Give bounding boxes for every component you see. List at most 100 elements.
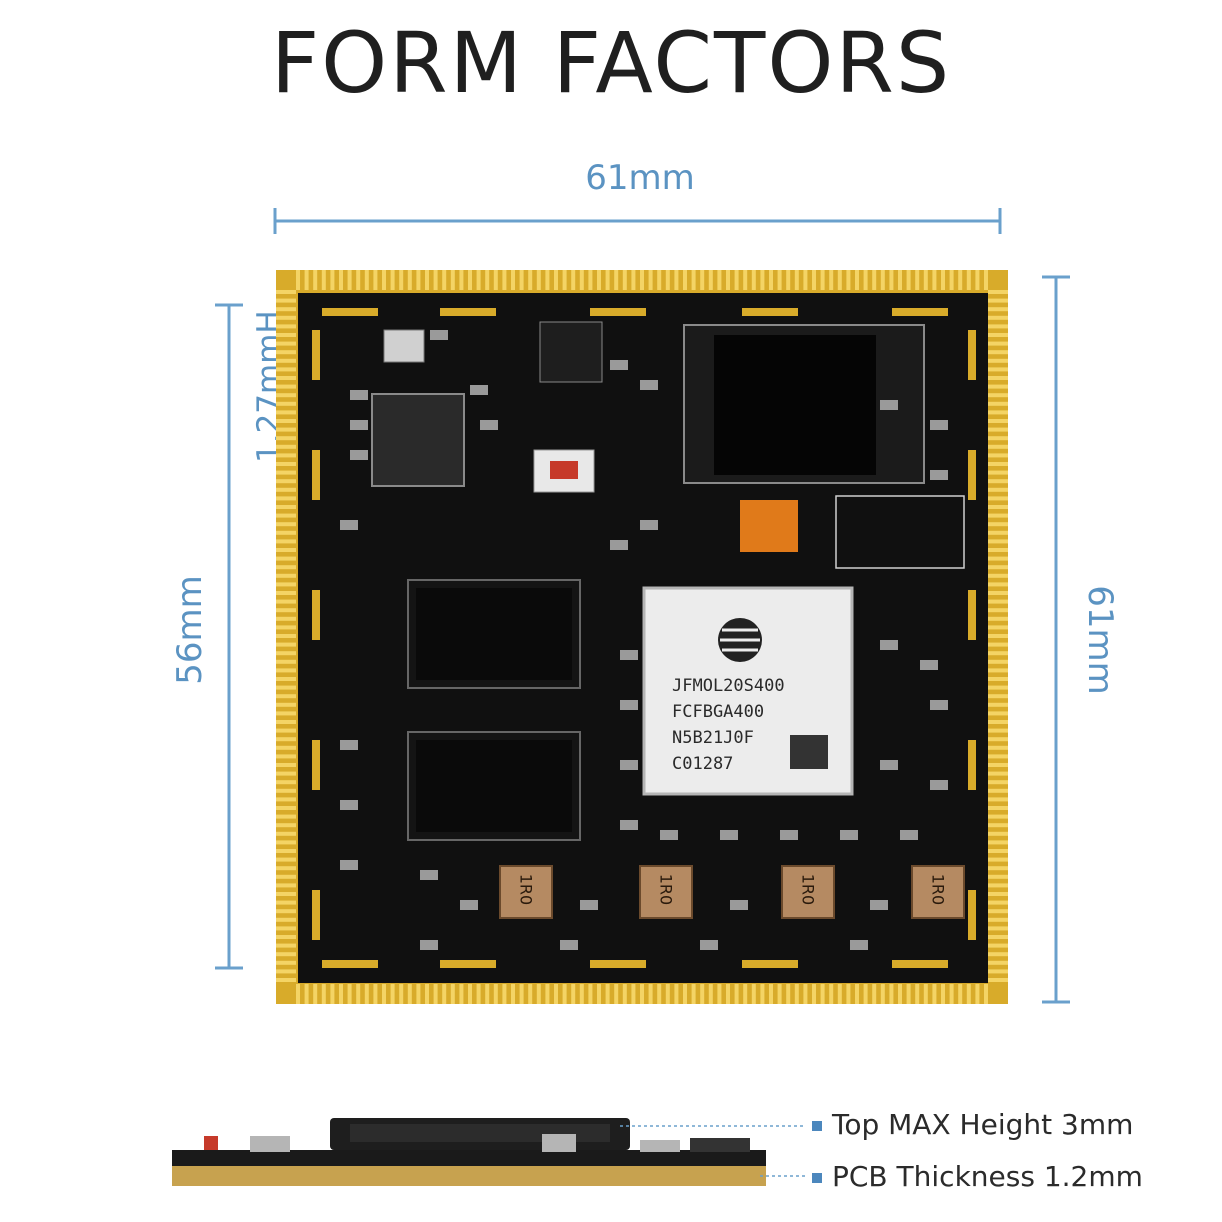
passive-component [420,940,438,950]
edge-pin [812,270,816,290]
bullet-square-icon [812,1173,822,1183]
edge-pin [485,984,490,1004]
spec-pcb-thickness-text: PCB Thickness 1.2mm [832,1160,1143,1193]
edge-pin [988,849,1008,853]
edge-pin [988,505,1008,509]
passive-component [880,640,898,650]
edge-pin [717,270,722,290]
bullet-square-icon [812,1121,822,1131]
edge-pin [321,984,326,1004]
passive-component [620,760,638,770]
passive-component [620,650,638,660]
edge-pin [769,984,773,1004]
edge-pin [276,539,296,544]
edge-pin [276,307,296,312]
edge-pin [906,270,911,290]
edge-pin [276,453,296,458]
edge-pin [276,892,296,896]
edge-pin [820,984,825,1004]
edge-pin [304,270,309,290]
soic-chip [539,321,603,383]
edge-pin [276,427,296,432]
edge-pin [511,984,515,1004]
edge-pin [276,565,296,570]
edge-pin [988,608,1008,613]
edge-pin [276,634,296,638]
edge-pin [407,984,412,1004]
edge-pin [988,780,1008,785]
edge-pin [554,270,558,290]
edge-pin [988,823,1008,828]
edge-pin [579,984,584,1004]
inductor-3 [781,865,835,919]
edge-pin [502,984,507,1004]
edge-pin [528,984,533,1004]
inductor-label-1: 1R0 [516,873,536,906]
edge-pin [708,270,713,290]
passive-component [870,900,888,910]
passive-component [660,830,678,840]
edge-pin [276,917,296,922]
edge-pin [988,479,1008,484]
edge-pins [276,270,1008,1004]
edge-pin [276,599,296,604]
edge-pin [339,984,343,1004]
edge-pin [988,917,1008,922]
ddr-chip-bottom [407,731,581,841]
edge-pin [988,685,1008,690]
passive-component [460,900,478,910]
edge-pin [313,270,318,290]
edge-pin [988,952,1008,957]
edge-pin [941,984,945,1004]
edge-pin [562,984,567,1004]
edge-pin [988,840,1008,845]
edge-pin [988,702,1008,707]
edge-pin [988,737,1008,742]
edge-pin [932,984,937,1004]
passive-component [930,420,948,430]
passive-component [930,780,948,790]
edge-pin [863,270,868,290]
passive-component [620,700,638,710]
edge-pin [631,984,636,1004]
edge-pin [276,419,296,423]
passive-component [840,830,858,840]
edge-pin [988,763,1008,767]
edge-pin [846,984,851,1004]
edge-pin [450,270,455,290]
edge-pin [276,685,296,690]
edge-pin [276,780,296,785]
edge-pin [988,341,1008,346]
edge-pin [399,984,404,1004]
edge-pin [373,984,378,1004]
edge-pin [949,984,954,1004]
edge-pin [988,771,1008,776]
edge-pin [988,969,1008,974]
edge-pin [988,754,1008,759]
edge-pin [777,984,782,1004]
edge-pin [276,487,296,492]
edge-pin [276,333,296,337]
edge-pin [459,270,464,290]
edge-pin [296,270,300,290]
edge-pin [958,984,963,1004]
edge-pin [966,270,971,290]
edge-pin [988,651,1008,656]
edge-pin [276,823,296,828]
passive-component [930,470,948,480]
edge-pin [975,270,980,290]
edge-pin [276,530,296,535]
edge-pin [390,984,395,1004]
edge-pin [988,711,1008,716]
edge-pin [898,984,902,1004]
passive-component [700,940,718,950]
edge-pin [276,384,296,389]
edge-pin [988,883,1008,888]
inductor-label-3: 1R0 [798,873,818,906]
edge-pin [700,270,705,290]
edge-pin [545,984,550,1004]
spec-leader-lines [620,1125,806,1177]
edge-pin [923,270,928,290]
edge-pin [364,270,369,290]
edge-pin [803,270,808,290]
